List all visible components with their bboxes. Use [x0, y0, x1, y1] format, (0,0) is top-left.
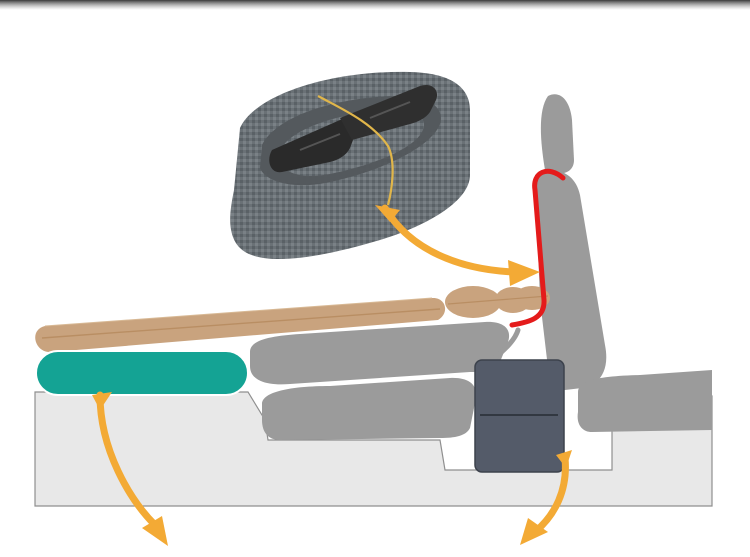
bed-board [35, 297, 446, 353]
bed-board-fold-section [445, 286, 550, 318]
box-connector-strap [489, 327, 521, 363]
curved-arrow-icon [520, 450, 572, 545]
rear-seat-lower [262, 377, 477, 440]
front-seat-cushion [577, 370, 712, 432]
rear-seat-folded-back [250, 321, 510, 385]
curved-arrow-icon [92, 391, 168, 546]
top-bar [0, 0, 750, 10]
cushion-pad-icon [35, 350, 249, 396]
buckle-icon [269, 84, 438, 173]
front-headrest [540, 94, 574, 174]
front-seat-back [535, 170, 607, 390]
strap-roll-icon [230, 71, 470, 260]
rubber-band [317, 95, 394, 206]
curved-arrow-icon [375, 204, 540, 286]
storage-box-icon [474, 359, 565, 473]
red-strap-highlight [509, 168, 566, 328]
